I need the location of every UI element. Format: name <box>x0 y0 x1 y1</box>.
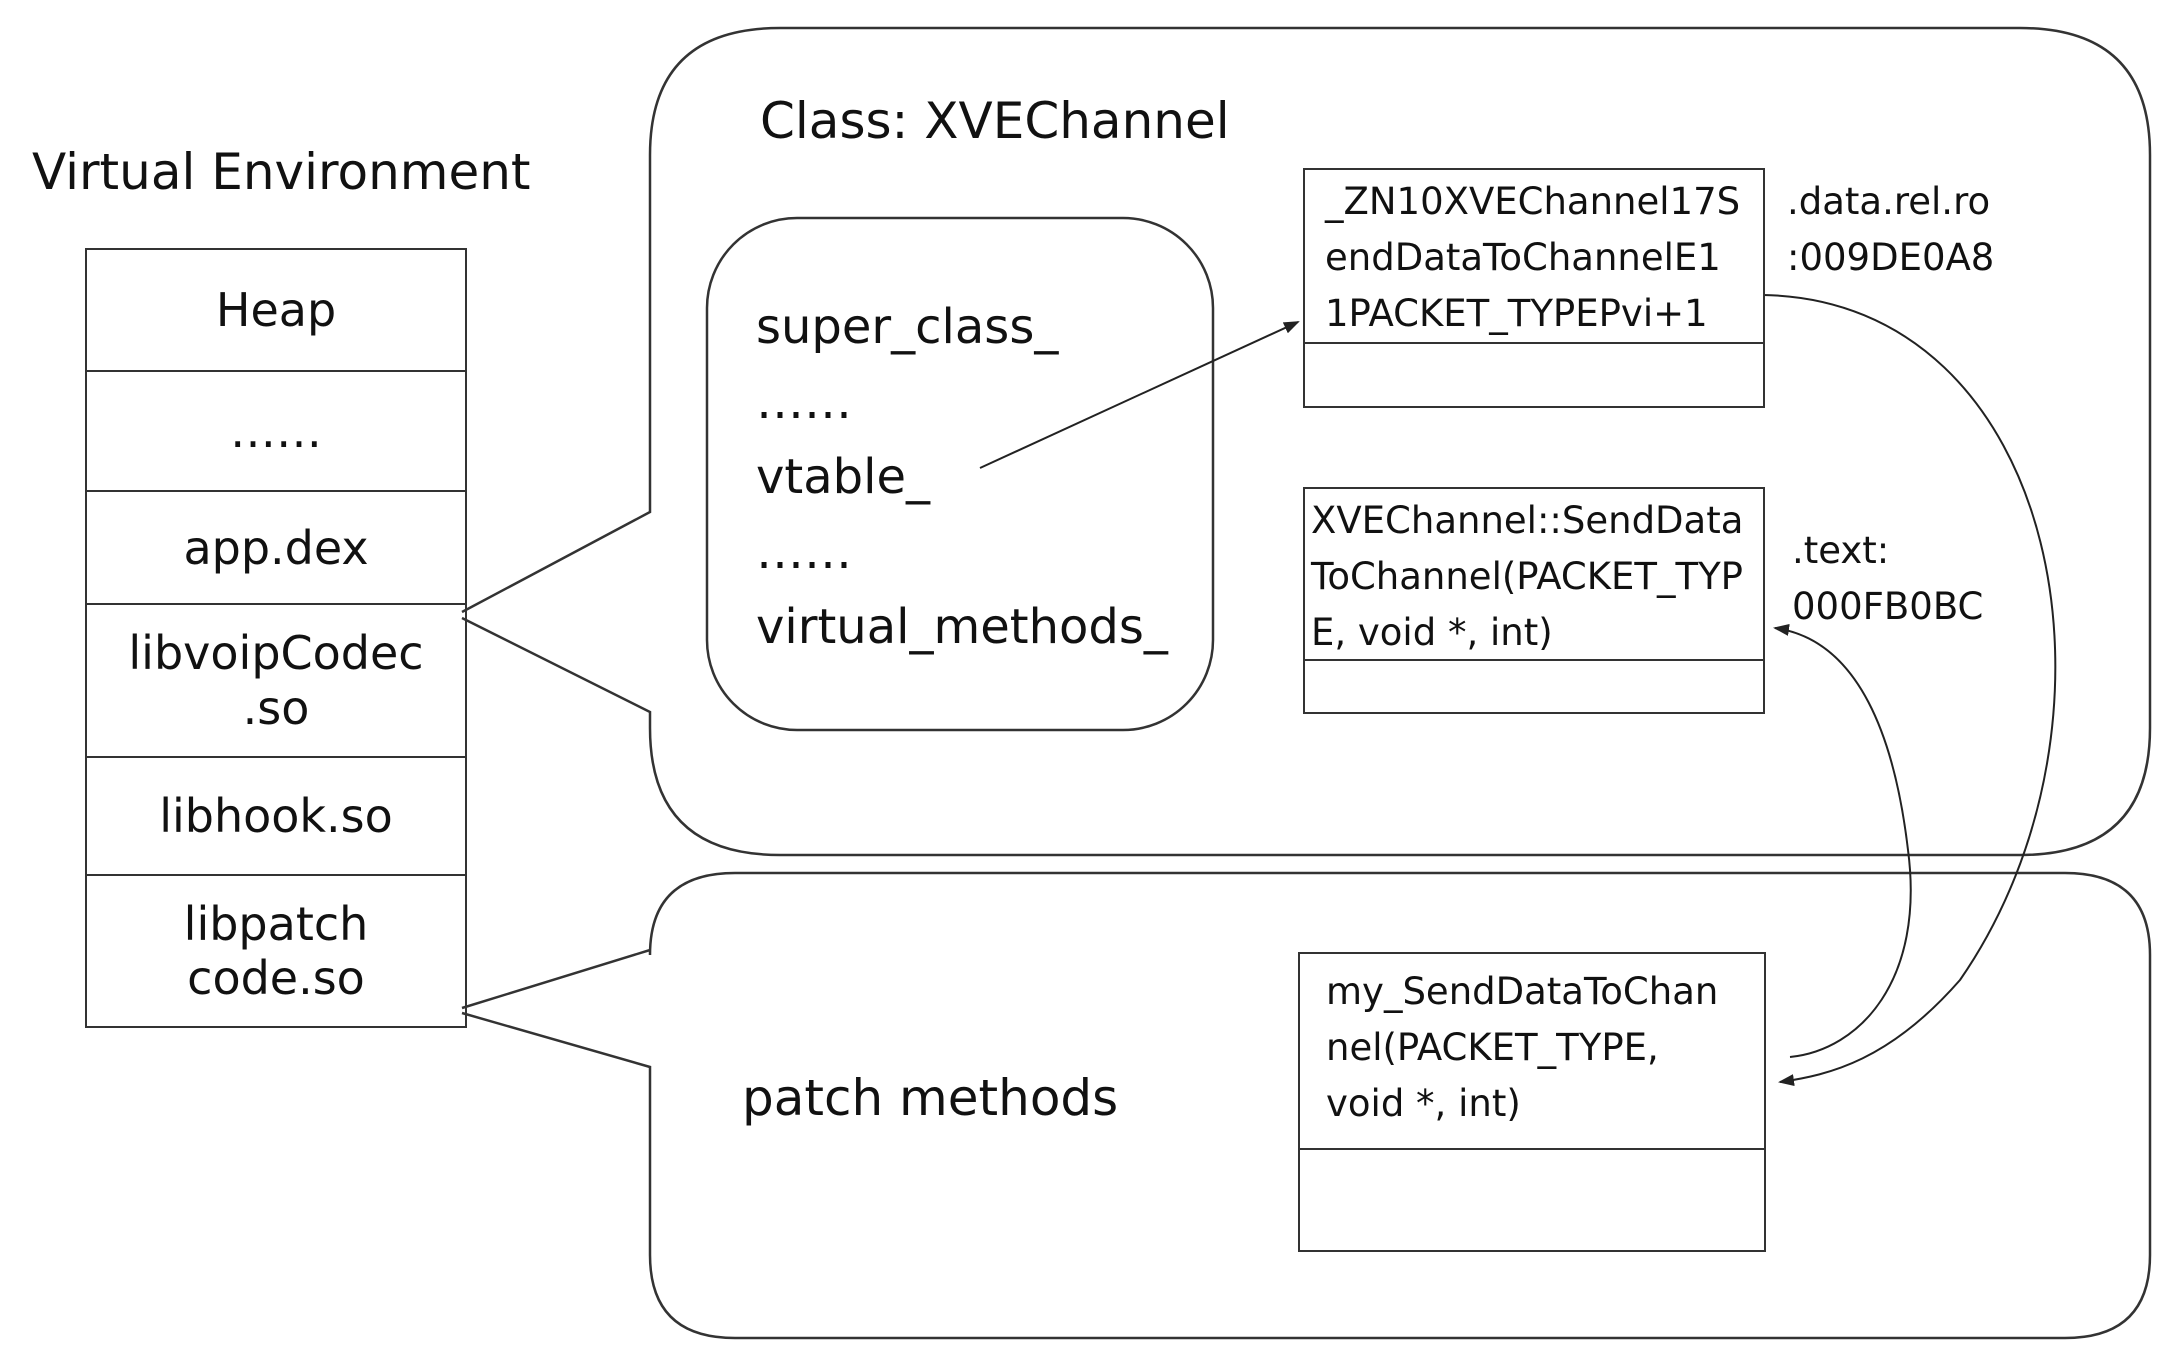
patch-panel-callout <box>461 871 2152 1340</box>
field-super-class: super_class_ <box>756 299 1059 355</box>
patch-methods-title: patch methods <box>742 1069 1119 1127</box>
original-method-address: .text: 000FB0BC <box>1792 529 1984 628</box>
memory-stack: Heap …… app.dex libvoipCodec .so libhook… <box>85 248 467 1028</box>
redirect-arrow <box>1762 294 2057 1086</box>
patch-method-signature: my_SendDataToChan nel(PACKET_TYPE, void … <box>1300 954 1764 1150</box>
field-virtual-methods: virtual_methods_ <box>756 599 1168 655</box>
original-method-signature: XVEChannel::SendData ToChannel(PACKET_TY… <box>1305 489 1763 661</box>
stack-cell-heap: Heap <box>87 250 465 372</box>
field-vtable: vtable_ <box>756 449 930 505</box>
virtual-environment-title: Virtual Environment <box>32 143 531 201</box>
original-method-box: XVEChannel::SendData ToChannel(PACKET_TY… <box>1303 487 1765 714</box>
stack-cell-ellipsis: …… <box>87 372 465 492</box>
class-fields: super_class_ …… vtable_ …… virtual_metho… <box>756 290 1168 665</box>
class-title: Class: XVEChannel <box>760 92 1230 150</box>
vtable-entry-symbol: _ZN10XVEChannel17S endDataToChannelE1 1P… <box>1305 170 1763 344</box>
class-panel-callout <box>461 26 2152 857</box>
patch-method-box: my_SendDataToChan nel(PACKET_TYPE, void … <box>1298 952 1766 1252</box>
stack-cell-libhook: libhook.so <box>87 758 465 876</box>
vtable-address: .data.rel.ro :009DE0A8 <box>1787 180 1995 279</box>
fields-box <box>705 216 1215 732</box>
stack-cell-app-dex: app.dex <box>87 492 465 605</box>
field-ellipsis-1: …… <box>756 374 852 430</box>
call-original-arrow <box>1773 624 1912 1058</box>
field-ellipsis-2: …… <box>756 524 852 580</box>
vtable-arrow <box>979 321 1300 469</box>
stack-cell-libpatchcode: libpatch code.so <box>183 896 369 1005</box>
vtable-entry-box: _ZN10XVEChannel17S endDataToChannelE1 1P… <box>1303 168 1765 408</box>
stack-cell-libvoipcodec: libvoipCodec .so <box>87 605 465 758</box>
